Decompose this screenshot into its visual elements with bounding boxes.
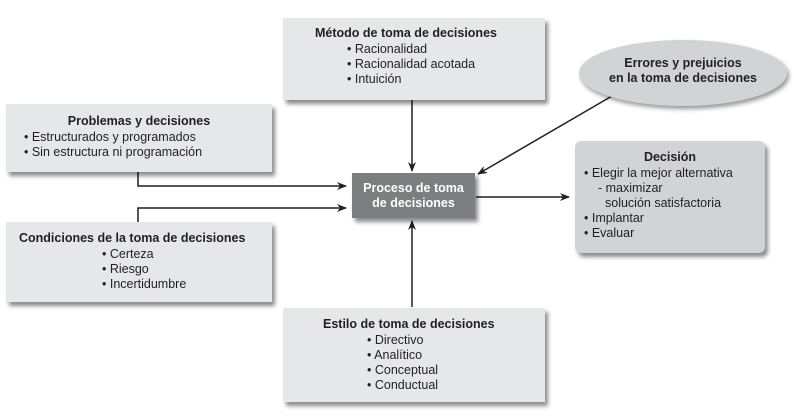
errores-ellipse xyxy=(579,40,787,106)
metodo-item: • Intuición xyxy=(347,72,402,86)
arrow-condiciones-to-proceso xyxy=(137,204,347,222)
problemas-box: Problemas y decisiones • Estructurados y… xyxy=(6,104,272,172)
estilo-box: Estilo de toma de decisiones • Directivo… xyxy=(283,308,545,402)
arrow-problemas-to-proceso xyxy=(137,172,347,190)
metodo-title: Método de toma de decisiones xyxy=(315,26,497,40)
estilo-item: • Conceptual xyxy=(367,363,439,377)
metodo-item: • Racionalidad acotada xyxy=(347,57,476,71)
decision-subitem: solución satisfactoria xyxy=(605,196,722,210)
proceso-box: Proceso de toma de decisiones xyxy=(352,173,475,218)
metodo-item: • Racionalidad xyxy=(347,42,428,56)
condiciones-item: • Riesgo xyxy=(102,262,149,276)
decision-item: • Evaluar xyxy=(584,226,635,240)
proceso-line1: Proceso de toma xyxy=(363,181,464,195)
proceso-line2: de decisiones xyxy=(372,196,455,210)
estilo-item: • Directivo xyxy=(367,333,424,347)
estilo-item: • Conductual xyxy=(367,378,439,392)
problemas-item: • Estructurados y programados xyxy=(24,130,196,144)
decision-box: Decisión • Elegir la mejor alternativa -… xyxy=(575,141,765,253)
condiciones-item: • Certeza xyxy=(102,247,154,261)
condiciones-box: Condiciones de la toma de decisiones • C… xyxy=(6,222,272,302)
condiciones-item: • Incertidumbre xyxy=(102,277,187,291)
arrow-errores-to-proceso xyxy=(477,95,613,175)
decision-item: • Implantar xyxy=(584,211,644,225)
decision-item: • Elegir la mejor alternativa xyxy=(584,166,733,180)
decision-title: Decisión xyxy=(643,150,697,164)
condiciones-title: Condiciones de la toma de decisiones xyxy=(19,231,246,245)
problemas-item: • Sin estructura ni programación xyxy=(24,145,203,159)
errores-line2: en la toma de decisiones xyxy=(609,71,757,85)
estilo-item: • Analítico xyxy=(367,348,423,362)
decision-subitem: - maximizar xyxy=(598,181,663,195)
problemas-title: Problemas y decisiones xyxy=(67,114,211,128)
estilo-title: Estilo de toma de decisiones xyxy=(323,317,495,331)
errores-line1: Errores y prejuicios xyxy=(624,56,742,70)
errores-label: Errores y prejuicios en la toma de decis… xyxy=(585,56,781,86)
metodo-box: Método de toma de decisiones • Racionali… xyxy=(283,18,545,100)
